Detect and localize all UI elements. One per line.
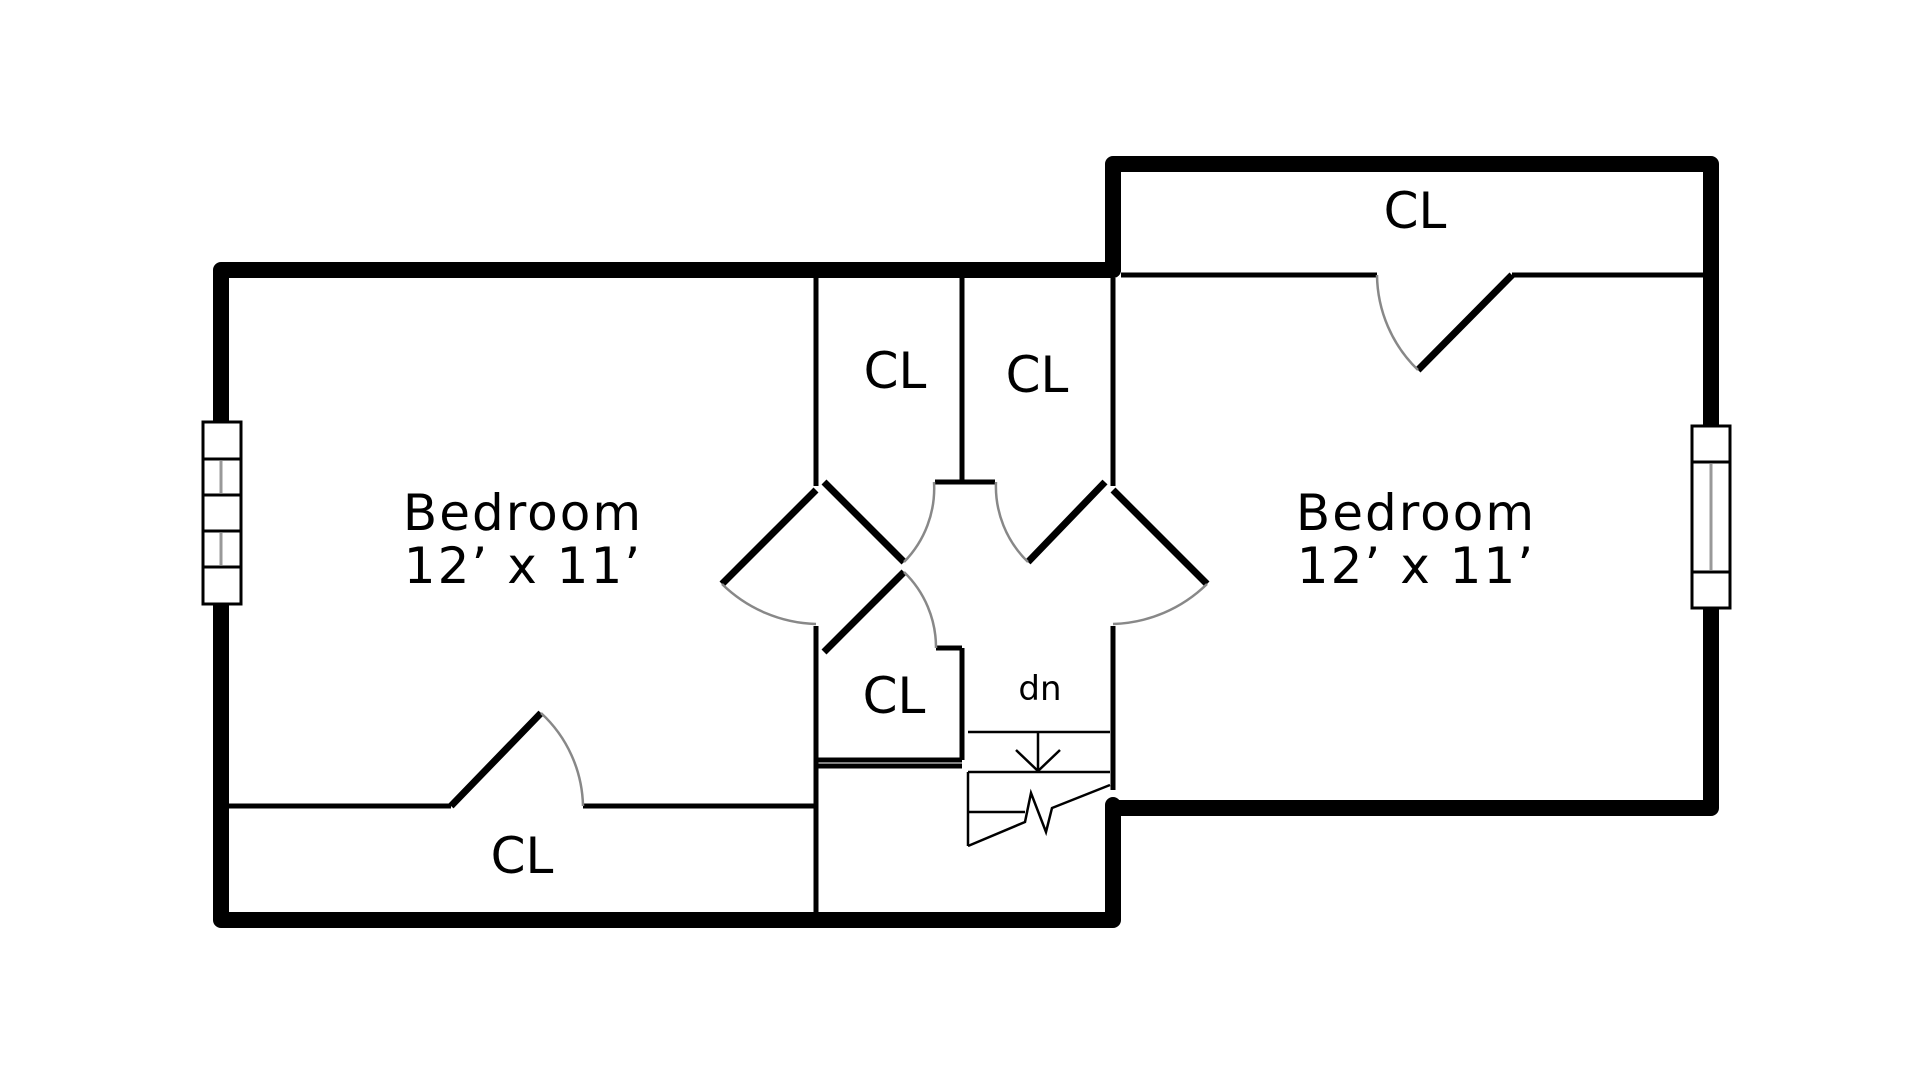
stair-direction-label: dn bbox=[1018, 669, 1061, 709]
closet-label-center-lower: CL bbox=[863, 667, 926, 725]
doors bbox=[448, 272, 1515, 809]
window-right bbox=[1690, 424, 1732, 610]
interior-partitions bbox=[229, 272, 1703, 912]
left-bedroom-size: 12’ x 11’ bbox=[404, 537, 642, 595]
right-bedroom-name: Bedroom bbox=[1296, 484, 1536, 542]
exterior-wall-right-wing bbox=[1105, 156, 1719, 816]
door-center-right-closet bbox=[994, 479, 1108, 565]
left-bedroom-name: Bedroom bbox=[403, 484, 643, 542]
door-left-bedroom bbox=[719, 487, 819, 626]
closet-label-center-right: CL bbox=[1006, 346, 1069, 404]
closet-label-top-right: CL bbox=[1384, 182, 1447, 240]
exterior-wall-left-wing bbox=[213, 262, 1121, 928]
exterior-walls bbox=[213, 156, 1719, 928]
door-center-left-closet bbox=[821, 479, 936, 565]
right-bedroom-size: 12’ x 11’ bbox=[1297, 537, 1535, 595]
stairs bbox=[966, 730, 1111, 848]
door-right-bedroom bbox=[1110, 487, 1210, 626]
door-center-lower-closet bbox=[821, 569, 938, 655]
door-right-closet bbox=[1375, 272, 1515, 373]
window-left bbox=[201, 420, 243, 606]
door-left-closet bbox=[448, 710, 585, 809]
closet-label-center-left: CL bbox=[864, 342, 927, 400]
labels: Bedroom 12’ x 11’ Bedroom 12’ x 11’ CL C… bbox=[403, 182, 1536, 885]
closet-label-bottom-left: CL bbox=[491, 827, 554, 885]
